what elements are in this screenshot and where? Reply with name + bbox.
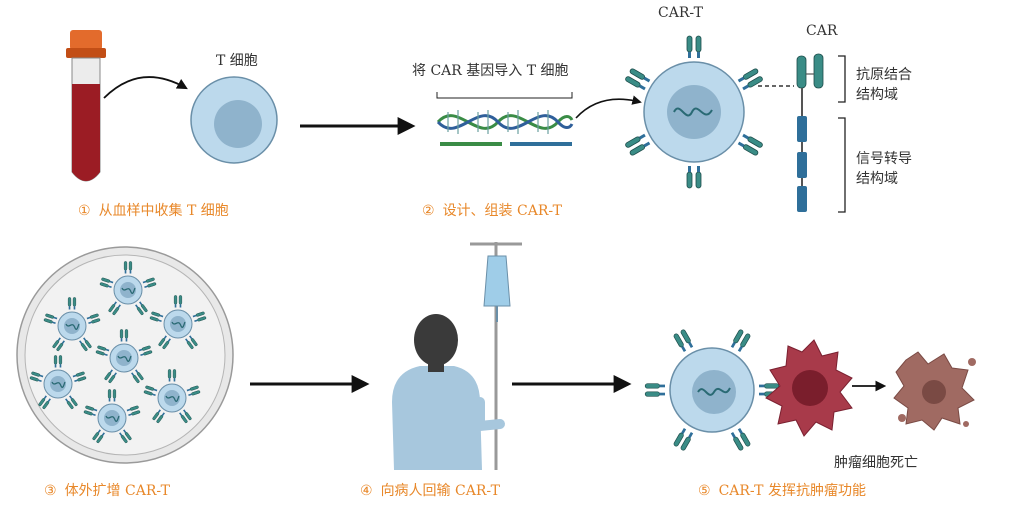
dna-icon xyxy=(436,92,574,146)
signal-domain-label-2: 结构域 xyxy=(856,171,898,187)
dead-tumor-icon xyxy=(893,351,976,431)
curved-arrow-2 xyxy=(575,95,642,119)
blood-tube-icon xyxy=(66,30,106,182)
car-t-attack-icon xyxy=(643,327,781,453)
import-car-label: 将 CAR 基因导入 T 细胞 xyxy=(412,63,569,79)
t-cell-icon xyxy=(190,76,278,164)
antigen-domain-label-2: 结构域 xyxy=(856,87,898,103)
tumor-cell-icon xyxy=(765,339,887,437)
petri-dish-icon xyxy=(16,246,234,464)
signal-domain-label-1: 信号转导 xyxy=(856,151,912,167)
car-t-cell-icon xyxy=(623,34,765,190)
t-cell-label: T 细胞 xyxy=(216,53,258,69)
car-t-label: CAR-T xyxy=(658,5,703,21)
car-label: CAR xyxy=(806,23,838,39)
antigen-domain-label-1: 抗原结合 xyxy=(856,67,912,83)
tumor-death-label: 肿瘤细胞死亡 xyxy=(834,455,918,471)
car-structure-icon xyxy=(796,53,846,213)
patient-iv-icon xyxy=(392,242,522,470)
curved-arrow xyxy=(103,76,188,99)
